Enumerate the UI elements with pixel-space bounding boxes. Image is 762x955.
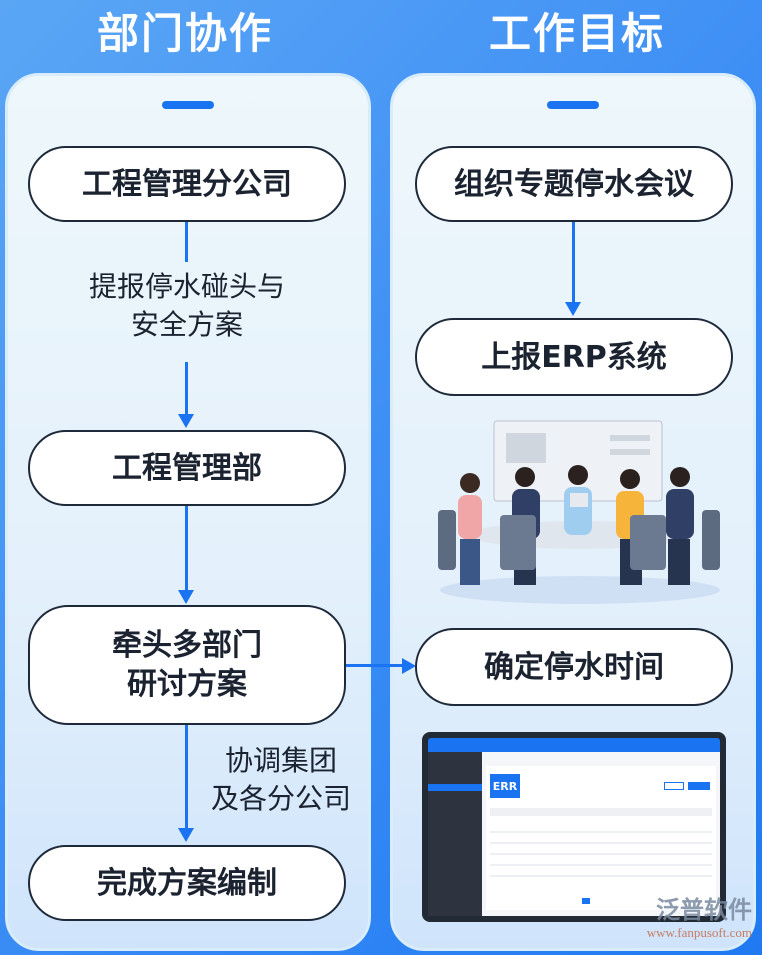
note-coordinate-group: 协调集团 及各分公司: [210, 744, 351, 815]
watermark-url: www.fanpusoft.com: [646, 925, 752, 940]
arrow-right-icon: [402, 658, 416, 674]
connector-line: [185, 222, 188, 262]
watermark: 泛普软件 www.fanpusoft.com: [647, 890, 752, 941]
connector-line-horizontal: [346, 664, 404, 667]
person-icon: [666, 467, 694, 585]
person-icon: [458, 473, 482, 585]
person-icon: [564, 465, 592, 535]
node-multi-dept-discussion: 牵头多部门 研讨方案: [28, 605, 346, 725]
note-submit-plan: 提报停水碰头与 安全方案: [88, 270, 285, 341]
left-title: 部门协作: [96, 9, 273, 58]
erp-topbar: [428, 738, 720, 752]
meeting-illustration: [438, 420, 720, 604]
node-complete-plan: 完成方案编制: [28, 845, 346, 921]
node-engineering-dept: 工程管理部: [28, 430, 346, 506]
erp-screenshot: ERR: [422, 732, 726, 922]
right-title: 工作目标: [488, 9, 665, 58]
node-confirm-shutoff-time: 确定停水时间: [415, 628, 733, 706]
erp-sidebar: [428, 752, 482, 916]
arrow-down-icon: [178, 590, 194, 604]
erp-main: ERR: [482, 752, 720, 916]
panel-handle: [547, 101, 599, 109]
arrow-down-icon: [178, 414, 194, 428]
erp-logo: ERR: [490, 774, 520, 798]
connector-line: [185, 506, 188, 590]
arrow-down-icon: [565, 302, 581, 316]
arrow-down-icon: [178, 828, 194, 842]
node-engineering-branch: 工程管理分公司: [28, 146, 346, 222]
connector-line: [572, 222, 575, 302]
node-special-meeting: 组织专题停水会议: [415, 146, 733, 222]
node-report-erp: 上报ERP系统: [415, 318, 733, 396]
panel-handle: [162, 101, 214, 109]
connector-line: [185, 362, 188, 416]
connector-line: [185, 725, 188, 829]
watermark-brand: 泛普软件: [656, 896, 752, 924]
